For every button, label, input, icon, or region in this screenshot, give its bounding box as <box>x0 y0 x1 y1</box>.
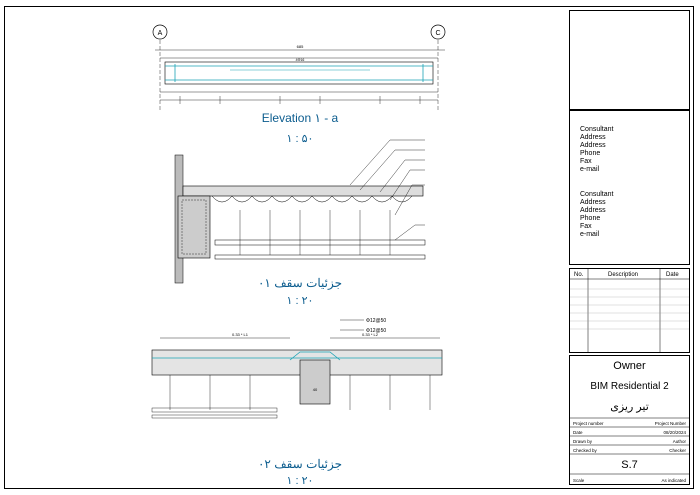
drawn-by-value: Author <box>672 439 686 444</box>
grid-c-label: C <box>435 30 440 37</box>
scale-value: As indicated <box>661 478 686 483</box>
date-value: 08/20/2024 <box>663 430 686 435</box>
drawn-by-label: Drawn by <box>573 439 593 444</box>
date-label: Date <box>573 430 583 435</box>
drawing-area: A C 685 4Φ16 <box>151 24 446 419</box>
rev-no-header: No. <box>574 272 584 278</box>
elevation-beam: 685 4Φ16 <box>155 44 445 104</box>
project-info-box: Owner BIM Residential 2 تیر ریزی Project… <box>569 355 690 485</box>
slab-detail-02: 0.33 * L1 0.33 * L2 Φ12@50 Φ12@50 40 <box>151 318 443 419</box>
elevation-scale: ۱ : ۵۰ <box>286 133 314 145</box>
sheet-name: تیر ریزی <box>610 401 649 413</box>
logo-box <box>569 10 690 110</box>
dim-mid-rebar: 4Φ16 <box>296 58 305 62</box>
rev-date-header: Date <box>666 272 679 278</box>
rev-desc-header: Description <box>608 272 639 278</box>
rebar-top: Φ12@50 <box>366 318 386 324</box>
project-number-value: Project Number <box>654 421 686 426</box>
grid-line-c: C <box>430 24 446 110</box>
dim-l2: 0.33 * L2 <box>362 332 379 337</box>
project-number-label: Project number <box>573 421 604 426</box>
detail-01-title: جزئیات سقف ۰۱ <box>257 276 343 290</box>
slab-detail-01 <box>174 139 426 284</box>
elevation-title: Elevation ۱ - a <box>261 111 339 125</box>
dim-l1: 0.33 * L1 <box>232 332 249 337</box>
beam-size: 40 <box>313 387 318 392</box>
project-name: BIM Residential 2 <box>590 381 669 392</box>
checked-by-label: Checked by <box>573 448 597 453</box>
detail-02-scale: ۱ : ۲۰ <box>286 475 314 487</box>
revision-table: No. Description Date <box>569 268 690 353</box>
sheet-number: S.7 <box>621 459 638 471</box>
sheet-border <box>4 6 694 489</box>
grid-a-label: A <box>158 30 163 37</box>
dim-total: 685 <box>297 44 304 49</box>
detail-01-scale: ۱ : ۲۰ <box>286 295 314 307</box>
grid-line-a: A <box>152 24 168 110</box>
scale-label: Scale <box>573 478 585 483</box>
checked-by-value: Checker <box>669 448 686 453</box>
rebar-bottom: Φ12@50 <box>366 328 386 334</box>
owner-name: Owner <box>613 360 646 372</box>
detail-02-title: جزئیات سقف ۰۲ <box>257 457 343 471</box>
